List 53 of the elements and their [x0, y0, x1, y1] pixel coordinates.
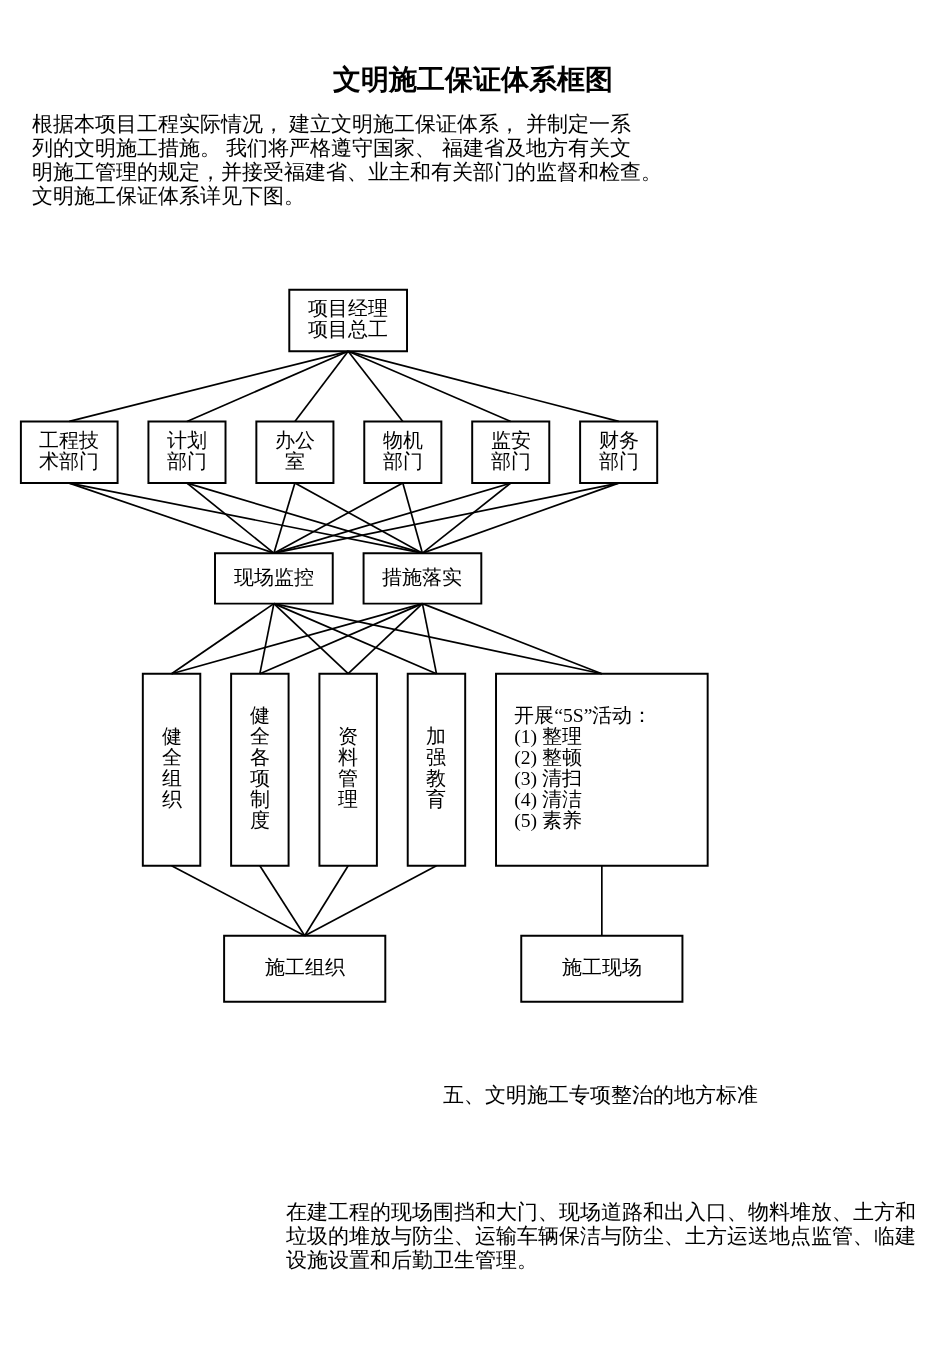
node-box: 加强教育: [406, 672, 467, 867]
connector: [421, 602, 438, 675]
diagram-title: 文明施工保证体系框图: [332, 63, 613, 95]
connector: [273, 481, 512, 554]
node-box: 工程技术部门: [19, 419, 119, 484]
label: 根据本项目工程实际情况， 建立文明施工保证体系， 并制定一系列的文明施工措施。 我们将严格遵守国家、 福建省及地方有关文明施工管理的规定，并接受福建省、业主和有关部门的监督和检查。文明施工保证体系详见下图。: [32, 111, 663, 208]
connector: [170, 602, 424, 675]
connector: [259, 602, 275, 675]
node-box: 健全组织: [141, 672, 202, 867]
connector: [259, 864, 306, 937]
node-box: 项目经理 项目总工: [288, 288, 408, 352]
node-box: 资料管理: [318, 672, 378, 867]
connector: [294, 350, 349, 422]
connector: [273, 481, 296, 554]
connector: [273, 602, 349, 675]
node-box: 办公室: [255, 419, 335, 484]
connector: [303, 864, 438, 937]
connector: [273, 481, 620, 554]
connector: [186, 481, 275, 554]
connector: [68, 481, 424, 554]
connector: [68, 350, 349, 422]
node-box: 财务部门: [579, 419, 659, 484]
connector: [170, 602, 275, 675]
connector: [347, 350, 620, 422]
connector: [601, 864, 603, 937]
node-box: 施工现场: [520, 934, 684, 1003]
node-box: 现场监控: [214, 551, 334, 605]
connector: [347, 602, 424, 675]
connector: [170, 864, 306, 937]
connector: [421, 602, 603, 675]
label: 五、文明施工专项整治的地方标准: [443, 1082, 759, 1107]
connector: [347, 350, 404, 422]
node-box: 计划部门: [147, 419, 227, 484]
connector: [259, 602, 424, 675]
connector: [303, 864, 349, 937]
connector: [186, 350, 349, 422]
connector: [273, 602, 603, 675]
node-box: 健全各项制度: [230, 672, 290, 867]
node-box: 措施落实: [362, 551, 483, 605]
connector: [402, 481, 424, 554]
node-box: 开展“5S”活动： (1) 整理 (2) 整顿 (3) 清扫 (4) 清洁 (5) 素养: [495, 672, 709, 867]
connector: [273, 602, 438, 675]
connector: [421, 481, 512, 554]
node-box: 监安部门: [471, 419, 551, 484]
connector: [273, 481, 404, 554]
label: 在建工程的现场围挡和大门、现场道路和出入口、物料堆放、土方和垃圾的堆放与防尘、运输车辆保洁与防尘、土方运送地点监管、临建设施设置和后勤卫生管理。: [285, 1199, 916, 1272]
connector: [186, 481, 424, 554]
node-box: 物机部门: [363, 419, 443, 484]
node-box: 施工组织: [223, 934, 387, 1003]
connector: [421, 481, 620, 554]
connector: [68, 481, 275, 554]
connector: [294, 481, 424, 554]
connector: [347, 350, 512, 422]
